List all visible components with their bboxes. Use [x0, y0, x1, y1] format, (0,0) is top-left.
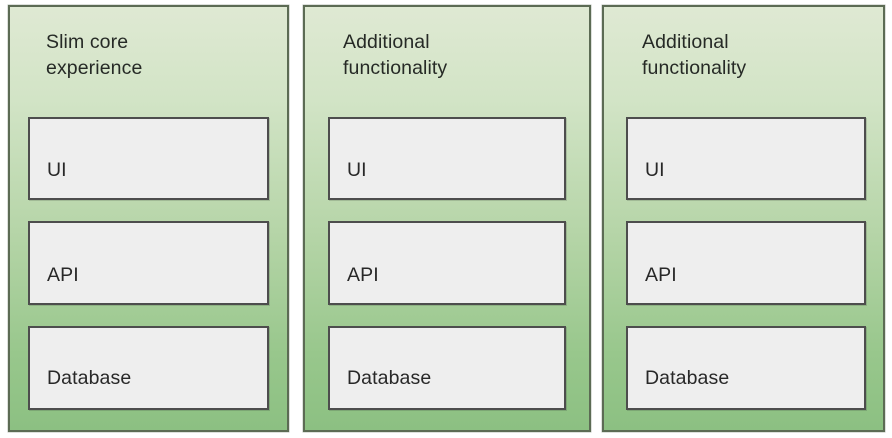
layer-box-database[interactable]: Database	[328, 326, 566, 410]
layer-box-ui[interactable]: UI	[328, 117, 566, 200]
panel-title: Slim core experience	[46, 31, 143, 79]
layer-box-ui[interactable]: UI	[626, 117, 866, 200]
panel-slim-core[interactable]: Slim core experience UI API Database	[8, 5, 289, 432]
layer-box-api[interactable]: API	[28, 221, 269, 305]
layer-box-api[interactable]: API	[626, 221, 866, 305]
layer-label-api: API	[645, 264, 677, 286]
layer-label-ui: UI	[645, 159, 665, 181]
layer-label-database: Database	[347, 367, 432, 389]
layer-box-database[interactable]: Database	[626, 326, 866, 410]
panel-additional-functionality-1[interactable]: Additional functionality UI API Database	[303, 5, 591, 432]
layer-label-api: API	[47, 264, 79, 286]
layer-label-ui: UI	[347, 159, 367, 181]
layer-box-ui[interactable]: UI	[28, 117, 269, 200]
layer-label-database: Database	[47, 367, 132, 389]
panel-additional-functionality-2[interactable]: Additional functionality UI API Database	[602, 5, 885, 432]
layer-label-api: API	[347, 264, 379, 286]
layer-label-ui: UI	[47, 159, 67, 181]
panel-title: Additional functionality	[642, 31, 747, 79]
layer-label-database: Database	[645, 367, 730, 389]
panel-title: Additional functionality	[343, 31, 448, 79]
layer-box-database[interactable]: Database	[28, 326, 269, 410]
layer-box-api[interactable]: API	[328, 221, 566, 305]
